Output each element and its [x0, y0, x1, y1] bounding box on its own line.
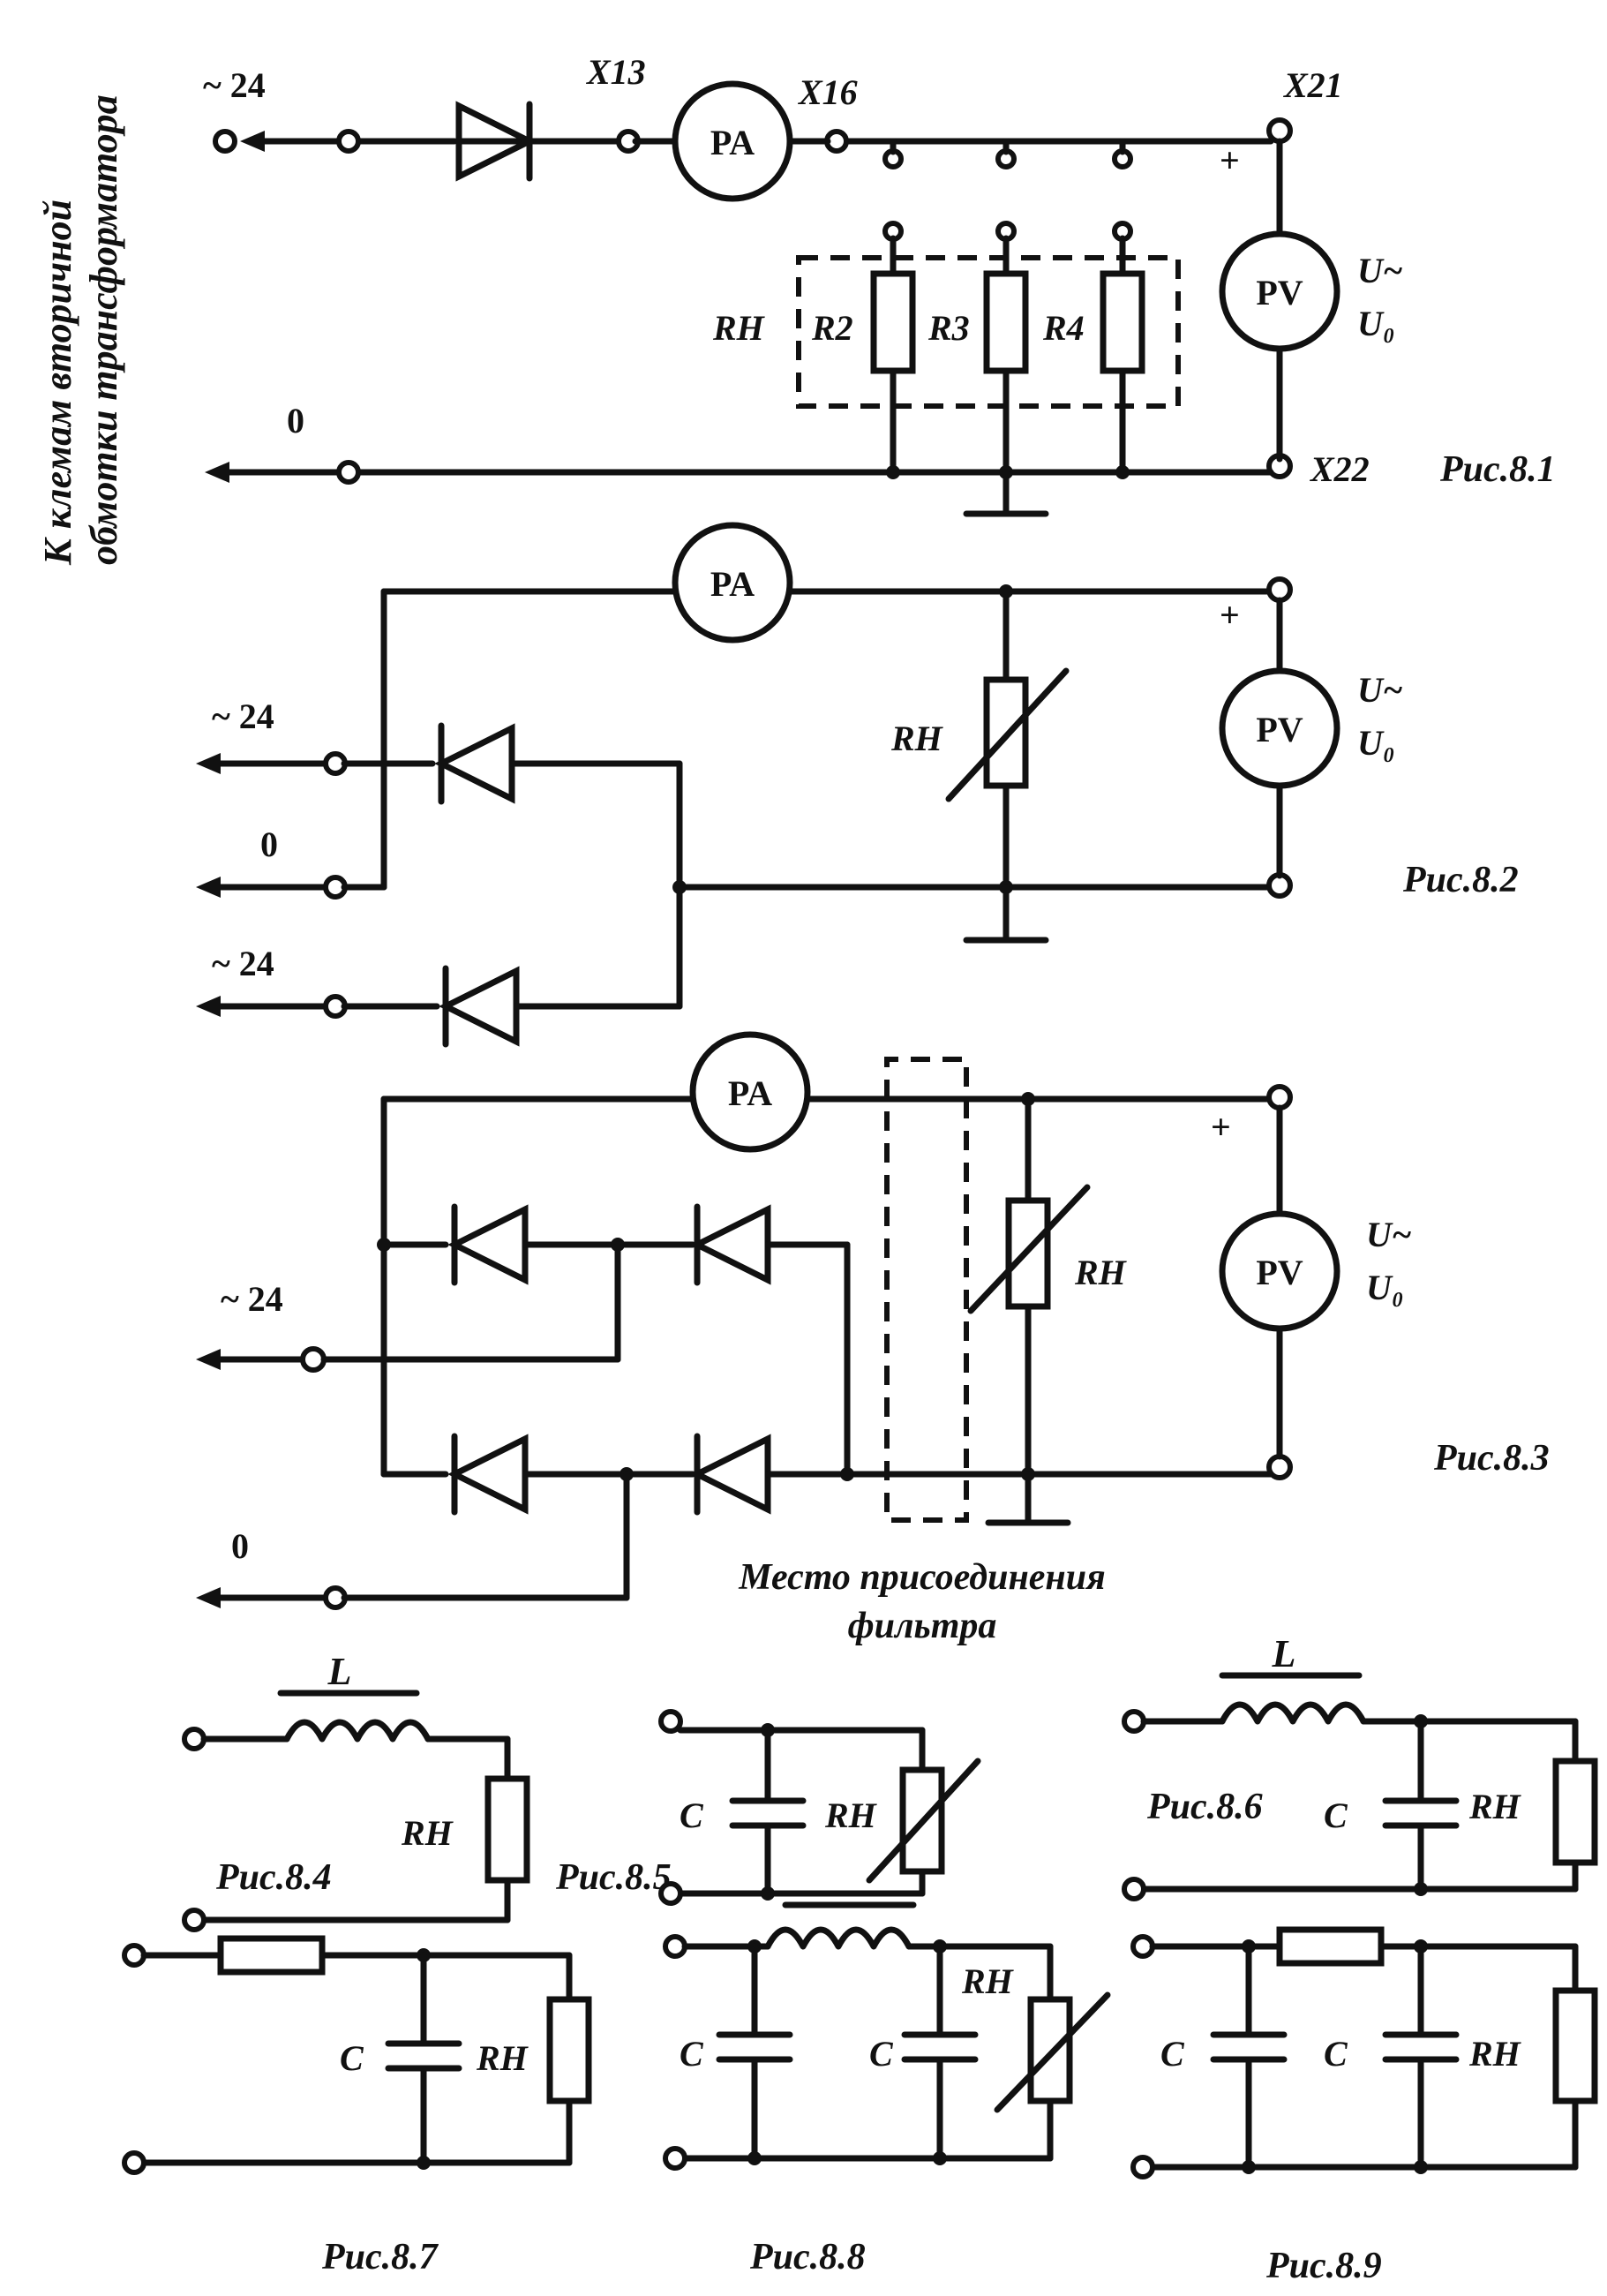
fig1-x22: X22 [1309, 449, 1370, 489]
fig3-filter-note-1: Место присоединения [738, 1557, 1105, 1598]
inductor-l [764, 1926, 912, 1950]
fig9-capacitor2: C [1324, 2034, 1348, 2074]
side-label-line2: обмотки трансформатора [82, 94, 125, 565]
voltmeter-label: PV [1256, 273, 1303, 312]
resistor-r3 [983, 270, 1029, 374]
fig3-input-ac: ~ 24 [221, 1279, 283, 1319]
diode-vd1 [455, 101, 537, 182]
ammeter-pa [672, 522, 793, 644]
fig7-load: RH [476, 2038, 529, 2078]
diode-bridge-4 [690, 1433, 771, 1516]
diode-vd2 [439, 965, 520, 1048]
fig8-caption: Рис.8.8 [749, 2237, 866, 2277]
fig9-capacitor1: C [1160, 2034, 1185, 2074]
resistor-series [1276, 1926, 1385, 1967]
fig9-load: RH [1468, 2034, 1522, 2074]
fig2-u-ac: U~ [1357, 670, 1403, 710]
fig9-caption: Рис.8.9 [1265, 2246, 1382, 2286]
fig1-x16: X16 [797, 72, 858, 112]
diode-bridge-1 [447, 1203, 529, 1286]
fig1-x21: X21 [1282, 65, 1343, 105]
fig3-ammeter-label: PA [728, 1073, 772, 1113]
fig1-r2: R2 [811, 308, 853, 348]
fig1-u-dc: U₀ [1357, 304, 1395, 343]
fig5-load: RH [824, 1795, 878, 1835]
fig1-caption: Рис.8.1 [1439, 449, 1556, 490]
fig7-caption: Рис.8.7 [321, 2237, 439, 2277]
fig2-input-ac-bottom: ~ 24 [212, 944, 274, 983]
side-label: К клемам вторичной обмотки трансформатор… [36, 94, 125, 566]
fig3-voltmeter-label: PV [1256, 1253, 1303, 1292]
fig6-load: RH [1468, 1787, 1522, 1826]
fig3-load: RH [1074, 1253, 1128, 1292]
fig2-load: RH [890, 719, 944, 758]
figure-8-5: C RH Рис.8.5 [555, 1709, 981, 1906]
fig2-input-ac-top: ~ 24 [212, 696, 274, 736]
fig8-load: RH [961, 1961, 1015, 2001]
figure-8-8: C C RH Рис.8.8 [663, 1901, 1111, 2277]
fig1-load-group: RH [712, 308, 766, 348]
fig2-caption: Рис.8.2 [1402, 860, 1519, 900]
filter-place-box [884, 1057, 969, 1523]
figure-8-7: C RH Рис.8.7 [122, 1935, 592, 2277]
fig1-input-zero: 0 [287, 401, 304, 440]
fig7-capacitor: C [340, 2038, 364, 2078]
fig2-input-zero: 0 [260, 824, 278, 864]
fig1-r4: R4 [1042, 308, 1085, 348]
figure-8-9: C C RH Рис.8.9 [1130, 1926, 1598, 2286]
fig2-u-dc: U₀ [1357, 723, 1395, 763]
fig8-capacitor2: C [869, 2034, 894, 2074]
figure-8-2: PA [196, 522, 1519, 1048]
side-label-line1: К клемам вторичной [36, 199, 79, 566]
resistor-r2 [870, 270, 916, 374]
inductor-l [283, 1719, 432, 1743]
inductor-l [1219, 1701, 1367, 1725]
fig2-voltmeter-label: PV [1256, 710, 1303, 749]
diode-vd1 [434, 722, 515, 805]
fig3-u-ac: U~ [1366, 1215, 1412, 1254]
fig2-ammeter-label: PA [710, 564, 755, 604]
resistor-r4 [1100, 270, 1145, 374]
terminal-ac-in [213, 129, 237, 154]
fig1-x13: X13 [585, 52, 646, 92]
fig2-plus: + [1220, 595, 1240, 635]
load-rh [1027, 1996, 1073, 2104]
fig3-filter-note-2: фильтра [848, 1606, 997, 1646]
terminal-x21 [1266, 117, 1293, 144]
fig3-input-zero: 0 [231, 1526, 249, 1566]
fig1-plus: + [1220, 140, 1240, 180]
fig6-caption: Рис.8.6 [1146, 1787, 1263, 1827]
load-rh [546, 1996, 592, 2104]
figure-8-1: PA PV ~ 24 0 [203, 52, 1556, 517]
fig5-caption: Рис.8.5 [555, 1857, 672, 1898]
fig3-caption: Рис.8.3 [1433, 1438, 1550, 1479]
fig6-capacitor: C [1324, 1795, 1348, 1835]
figure-8-3: PA [196, 1031, 1550, 1646]
fig4-caption: Рис.8.4 [215, 1857, 332, 1898]
resistor-series [217, 1935, 326, 1976]
fig3-u-dc: U₀ [1366, 1268, 1404, 1307]
load-rh [484, 1775, 530, 1884]
terminal-ac-in-2 [336, 129, 361, 154]
fig4-load: RH [401, 1813, 454, 1853]
fig1-r3: R3 [927, 308, 970, 348]
fig3-plus: + [1211, 1107, 1231, 1147]
fig4-inductor: L [327, 1650, 352, 1693]
diode-bridge-2 [690, 1203, 771, 1286]
fig6-inductor: L [1272, 1632, 1296, 1675]
ammeter-pa [689, 1031, 811, 1153]
ammeter-label: PA [710, 123, 755, 162]
load-rh [1552, 1758, 1598, 1866]
fig1-u-ac: U~ [1357, 251, 1403, 290]
load-group-box [796, 255, 1181, 409]
fig8-capacitor1: C [680, 2034, 704, 2074]
diode-bridge-3 [447, 1433, 529, 1516]
fig1-input-ac: ~ 24 [203, 65, 266, 105]
figure-8-6: L C RH Рис.8.6 [1122, 1632, 1598, 1901]
figure-8-4: L RH Рис.8.4 [182, 1650, 530, 1932]
load-rh [1552, 1987, 1598, 2104]
fig5-capacitor: C [680, 1795, 704, 1835]
